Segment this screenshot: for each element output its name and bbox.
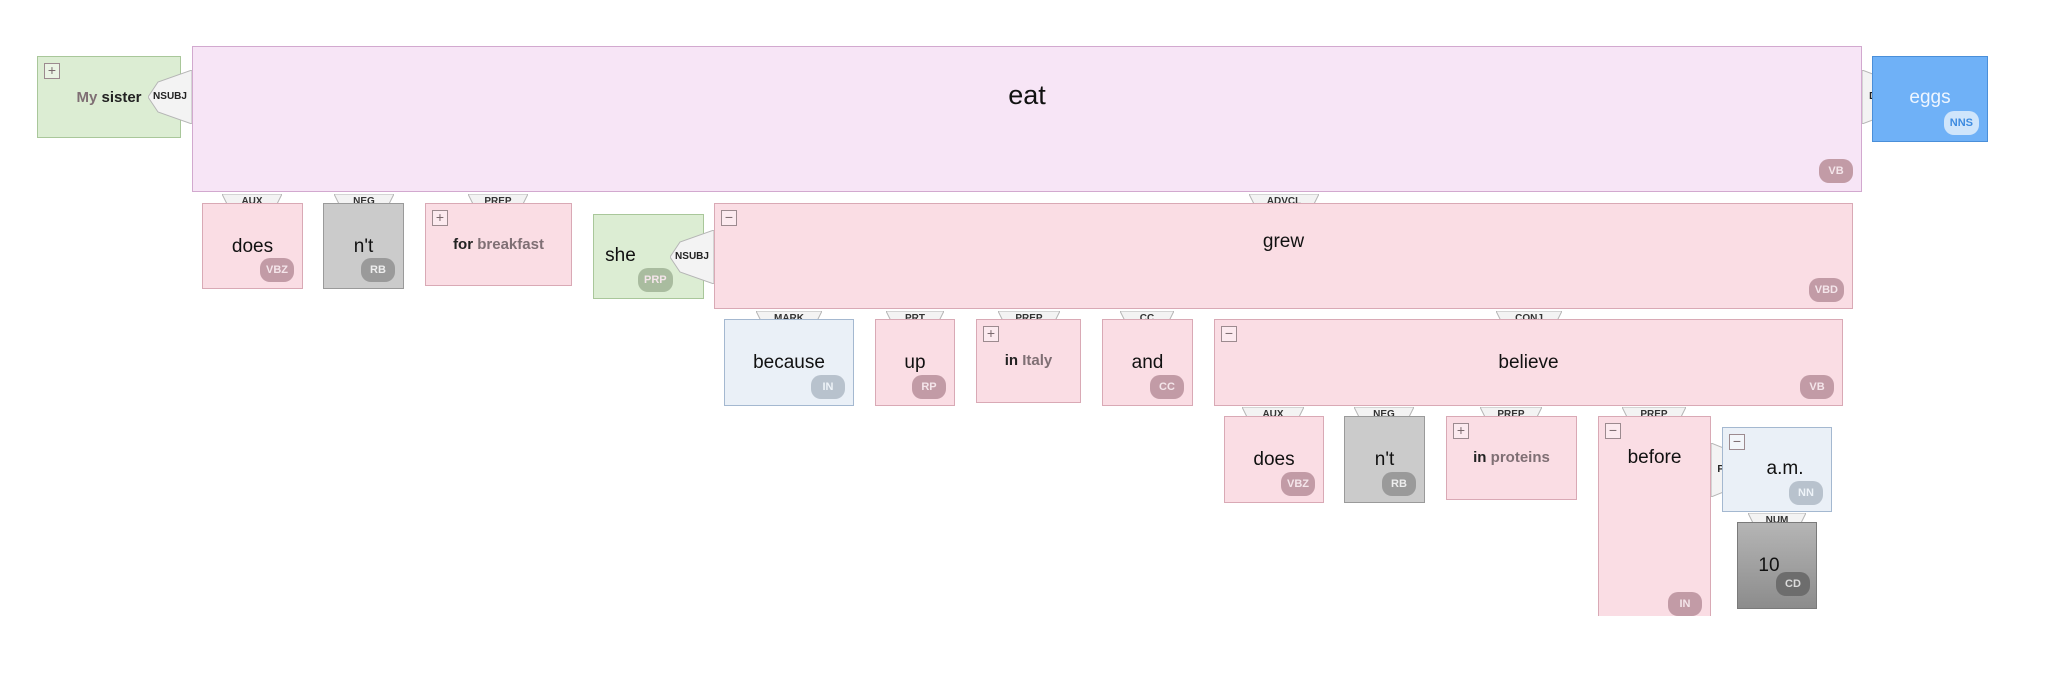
advcl-tag: VBD (1808, 278, 1844, 302)
cc-node[interactable]: and CC (1102, 319, 1193, 406)
cc-tag: CC (1150, 375, 1184, 399)
collapse-toggle[interactable]: − (1605, 423, 1621, 439)
edge-nsubj-grew: NSUBJ (670, 230, 714, 284)
conj-word: believe (1498, 352, 1559, 373)
before-tag: IN (1668, 592, 1702, 616)
prep-proteins-phrase: in proteins (1473, 449, 1550, 466)
edge-nsubj-root: NSUBJ (148, 70, 192, 124)
collapse-toggle[interactable]: − (1221, 326, 1237, 342)
object-node[interactable]: eggs NNS (1872, 56, 1988, 142)
object-tag: NNS (1943, 111, 1979, 135)
pobj-node[interactable]: − a.m. NN (1722, 427, 1832, 512)
advcl-subject-tag: PRP (638, 268, 673, 292)
prep-proteins-node[interactable]: + in proteins (1446, 416, 1577, 500)
cc-word: and (1131, 352, 1164, 373)
prt-word: up (904, 352, 926, 373)
neg-tag: RB (361, 258, 395, 282)
mark-tag: IN (811, 375, 845, 399)
advcl-word: grew (1262, 231, 1305, 252)
num-tag: CD (1776, 572, 1810, 596)
prep-breakfast-phrase: for breakfast (453, 236, 544, 253)
aux2-tag: VBZ (1281, 472, 1315, 496)
subject-det: My (76, 89, 98, 106)
aux-word: does (231, 236, 274, 257)
expand-toggle[interactable]: + (44, 63, 60, 79)
aux2-word: does (1253, 449, 1295, 470)
subject-head: sister (101, 89, 142, 106)
pobj-tag: NN (1789, 481, 1823, 505)
neg2-word: n't (1374, 449, 1395, 470)
collapse-toggle[interactable]: − (721, 210, 737, 226)
root-word: eat (1008, 80, 1046, 110)
neg-node[interactable]: n't RB (323, 203, 404, 289)
root-tag: VB (1819, 159, 1853, 183)
neg-word: n't (353, 236, 374, 257)
mark-node[interactable]: because IN (724, 319, 854, 406)
aux-node[interactable]: does VBZ (202, 203, 303, 289)
pobj-word: a.m. (1766, 458, 1804, 479)
expand-toggle[interactable]: + (983, 326, 999, 342)
conj-tag: VB (1800, 375, 1834, 399)
prep-before-node[interactable]: − before IN (1598, 416, 1711, 616)
advcl-node[interactable]: − grew VBD (714, 203, 1853, 309)
collapse-toggle[interactable]: − (1729, 434, 1745, 450)
aux2-node[interactable]: does VBZ (1224, 416, 1324, 503)
prep-italy-phrase: in Italy (1004, 352, 1053, 369)
neg2-node[interactable]: n't RB (1344, 416, 1425, 503)
prep-italy-node[interactable]: + in Italy (976, 319, 1081, 403)
root-node[interactable]: eat VB (192, 46, 1862, 192)
num-node[interactable]: 10 CD (1737, 522, 1817, 609)
object-word: eggs (1909, 87, 1951, 108)
neg2-tag: RB (1382, 472, 1416, 496)
prt-node[interactable]: up RP (875, 319, 955, 406)
advcl-subject-word: she (605, 245, 636, 266)
prep-breakfast-node[interactable]: + for breakfast (425, 203, 572, 286)
before-word: before (1627, 447, 1682, 468)
num-word: 10 (1758, 555, 1780, 576)
mark-word: because (753, 352, 825, 373)
subject-phrase: My sister (38, 89, 180, 106)
expand-toggle[interactable]: + (1453, 423, 1469, 439)
conj-node[interactable]: − believe VB (1214, 319, 1843, 406)
expand-toggle[interactable]: + (432, 210, 448, 226)
aux-tag: VBZ (260, 258, 294, 282)
prt-tag: RP (912, 375, 946, 399)
